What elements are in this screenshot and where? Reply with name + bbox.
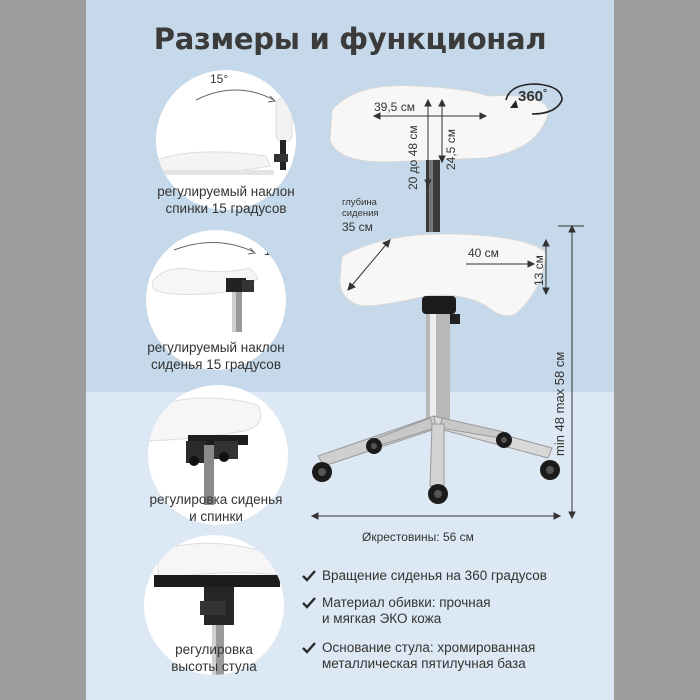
back-width-label: 39,5 см: [374, 100, 415, 114]
backrest-tilt-image: 15°: [156, 70, 296, 210]
seat-width-label: 40 см: [468, 246, 499, 260]
caption-seat-tilt: регулируемый наклон сиденья 15 градусов: [116, 339, 316, 373]
caption-line: и спинки: [189, 509, 243, 524]
seat-angle-label: 15°: [264, 244, 283, 258]
feature-line: Основание стула: хромированная: [322, 640, 536, 655]
seat-depth-caption: глубина сидения: [342, 197, 379, 219]
base-diameter-label: Øкрестовины: 56 см: [362, 530, 474, 544]
chair-illustration: [310, 83, 584, 520]
feature-rotation: Вращение сиденья на 360 градусов: [302, 568, 602, 586]
seat-depth-label: 35 см: [342, 220, 373, 234]
caption-height-adjust: регулировка высоты стула: [114, 641, 314, 675]
feature-line: Материал обивки: прочная: [322, 595, 491, 610]
seat-depth-line1: глубина: [342, 197, 377, 208]
back-height-label: 24,5 см: [444, 129, 458, 170]
backrest-angle-label: 15°: [210, 72, 229, 86]
check-icon: [302, 570, 316, 582]
seat-back-adjust-image: [148, 385, 288, 525]
caption-line: высоты стула: [171, 659, 257, 674]
check-icon: [302, 597, 316, 609]
caption-line: сиденья 15 градусов: [151, 357, 281, 372]
rotation-label: 360°: [518, 88, 547, 105]
check-icon: [302, 642, 316, 654]
height-adjust-image: [144, 535, 284, 675]
caption-seat-back-adjust: регулировка сиденья и спинки: [116, 491, 316, 525]
feature-line: металлическая пятилучная база: [322, 656, 526, 671]
rotation-value: 360: [518, 88, 544, 105]
caption-backrest-tilt: регулируемый наклон спинки 15 градусов: [126, 183, 326, 217]
caption-line: регулируемый наклон: [147, 340, 285, 355]
page-title: Размеры и функционал: [153, 22, 547, 56]
degree-mark: °: [543, 88, 548, 99]
feature-line: и мягкая ЭКО кожа: [322, 611, 442, 626]
total-height-label: min 48 max 58 см: [552, 351, 567, 456]
seat-depth-line2: сидения: [342, 208, 379, 219]
seat-thickness-label: 13 см: [532, 255, 546, 286]
caption-line: регулируемый наклон: [157, 184, 295, 199]
feature-base: Основание стула: хромированная металличе…: [302, 640, 602, 674]
caption-line: спинки 15 градусов: [165, 201, 287, 216]
feature-material: Материал обивки: прочная и мягкая ЭКО ко…: [302, 595, 602, 629]
feature-line: Вращение сиденья на 360 градусов: [322, 568, 547, 583]
product-panel: Размеры и функционал 15° регулируемый на…: [86, 0, 614, 700]
caption-line: регулировка: [175, 642, 253, 657]
back-height-range-label: 20 до 48 см: [406, 125, 420, 190]
seat-tilt-image: 15°: [146, 230, 286, 370]
caption-line: регулировка сиденья: [149, 492, 283, 507]
